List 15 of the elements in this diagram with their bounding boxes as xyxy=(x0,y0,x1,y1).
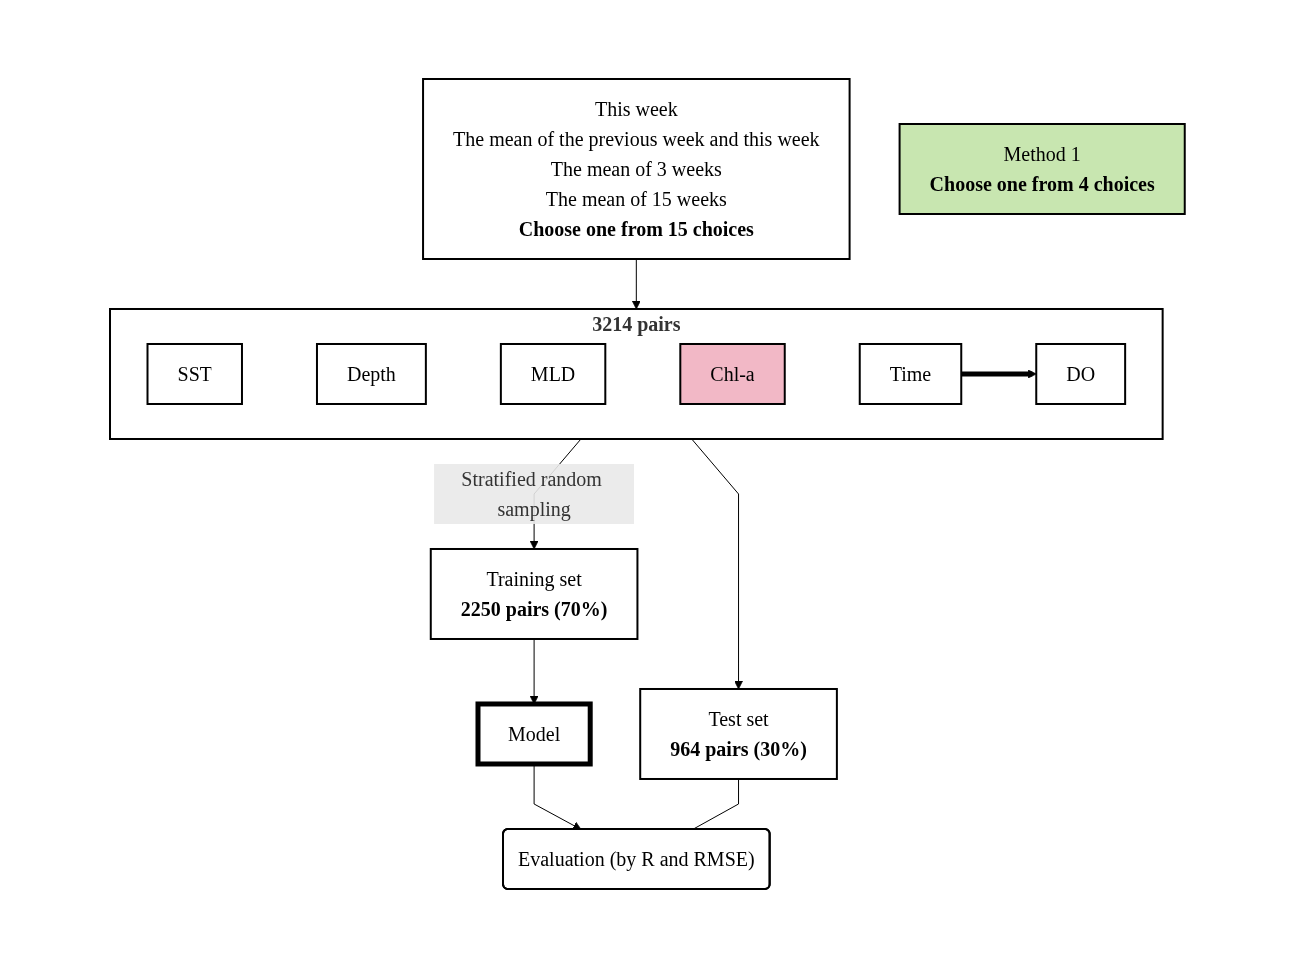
node-box: Chl-a xyxy=(679,343,786,405)
node-box: Depth xyxy=(316,343,427,405)
node-box: Method 1 Choose one from 4 choices xyxy=(898,123,1186,215)
node-box: Test set 964 pairs (30%) xyxy=(639,688,838,780)
node-box: SST xyxy=(146,343,244,405)
arrow xyxy=(961,369,1037,379)
node-box: This week The mean of the previous week and this week The mean of 3 weeks The mean of 15 weeks Choose one from 15 choices xyxy=(422,78,851,260)
arrow xyxy=(632,258,641,310)
node-box: MLD xyxy=(500,343,607,405)
node-box: DO xyxy=(1035,343,1127,405)
node-box: Model xyxy=(475,701,593,767)
edge-label: Stratified random sampling xyxy=(461,467,602,520)
node-box: Training set 2250 pairs (70%) xyxy=(429,548,639,640)
arrow xyxy=(691,438,744,690)
node-box: Time xyxy=(858,343,963,405)
